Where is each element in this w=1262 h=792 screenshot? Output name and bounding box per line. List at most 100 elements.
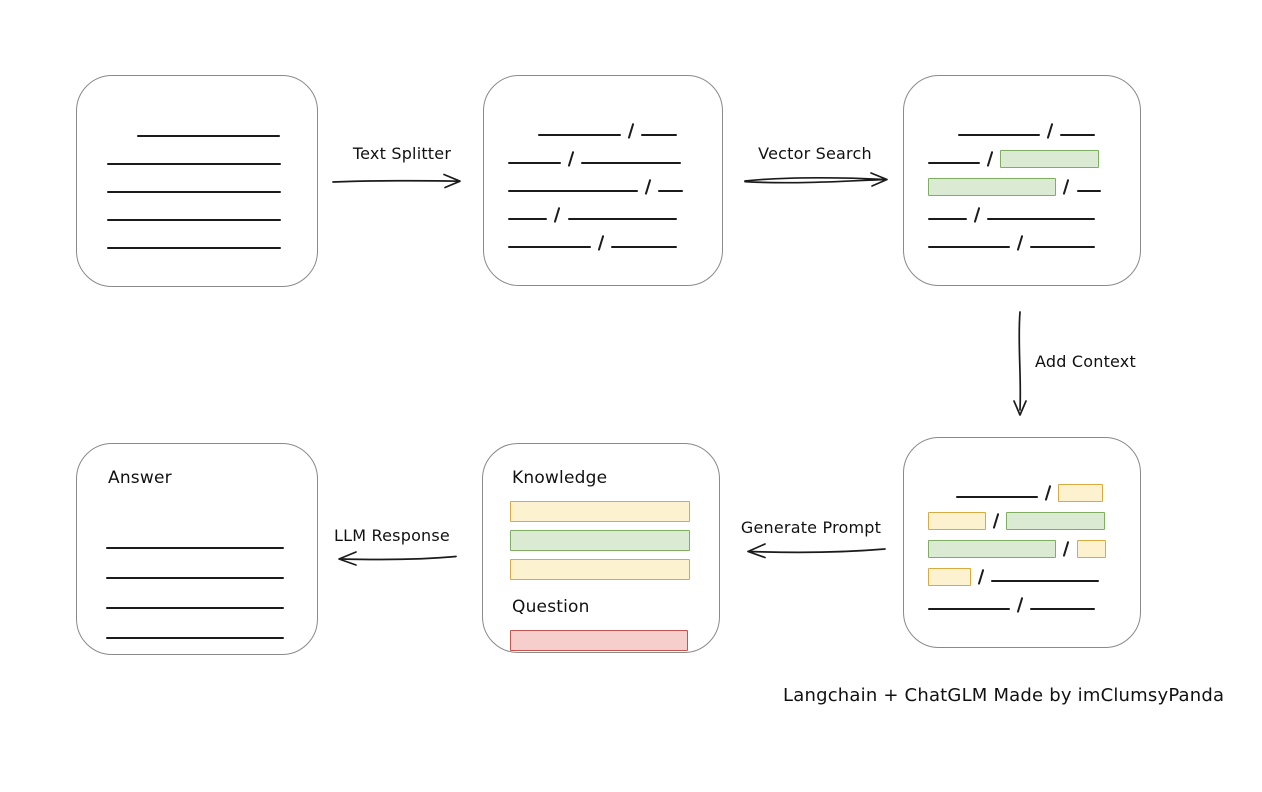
chunk-row — [107, 226, 285, 254]
segment-line — [567, 218, 677, 220]
segment-slash — [1044, 485, 1052, 501]
chunk-row — [510, 555, 692, 584]
segment-slash — [1063, 179, 1071, 195]
segment-rbar — [510, 630, 689, 651]
chunk-row — [508, 197, 696, 225]
segment-ybar — [510, 501, 691, 522]
prompt-content: Knowledge Question — [483, 444, 719, 655]
segment-slash — [1063, 541, 1071, 557]
arrow-label-llm-response: LLM Response — [334, 526, 450, 545]
chunk-row — [106, 611, 286, 641]
segment-line — [991, 580, 1100, 582]
chunk-row — [508, 141, 696, 169]
question-bar — [510, 626, 692, 655]
chunk-row — [928, 197, 1114, 225]
chunk-row — [107, 198, 285, 226]
answer-content: Answer — [77, 444, 317, 641]
segment-green — [928, 540, 1057, 558]
arrow-label-add-context: Add Context — [1035, 352, 1136, 371]
segment-line — [106, 637, 285, 639]
chunk-row — [928, 169, 1114, 197]
chunk-row — [928, 531, 1114, 559]
chunk-row — [510, 626, 692, 655]
segment-line — [1030, 608, 1096, 610]
segment-line — [107, 219, 282, 221]
segment-ybar — [510, 559, 691, 580]
segment-line — [1059, 134, 1096, 136]
segment-gbar — [510, 530, 691, 551]
segment-line — [658, 190, 683, 192]
segment-line — [508, 246, 591, 248]
arrow-label-text-splitter: Text Splitter — [352, 144, 452, 163]
segment-line — [928, 218, 968, 220]
node-context-chunks — [903, 437, 1141, 648]
chunk-row — [107, 170, 285, 198]
chunk-row — [928, 225, 1114, 253]
answer-lines — [106, 521, 286, 641]
chunk-row — [928, 475, 1114, 503]
segment-slash — [977, 569, 985, 585]
chunk-row — [928, 559, 1114, 587]
segment-line — [957, 134, 1040, 136]
node-prompt: Knowledge Question — [482, 443, 720, 653]
chunk-row — [928, 113, 1114, 141]
segment-line — [987, 218, 1096, 220]
context-chunk-lines — [904, 438, 1140, 615]
segment-line — [641, 134, 677, 136]
segment-green — [1000, 150, 1100, 168]
node-answer: Answer — [76, 443, 318, 655]
segment-yellow — [928, 512, 986, 530]
chunk-row — [106, 521, 286, 551]
matched-chunk-lines — [904, 76, 1140, 253]
segment-line — [955, 496, 1038, 498]
segment-slash — [992, 513, 1000, 529]
segment-line — [107, 247, 282, 249]
chunk-row — [508, 169, 696, 197]
arrow-vector-search-icon — [744, 172, 888, 187]
segment-line — [508, 218, 548, 220]
node-split-chunks — [483, 75, 723, 286]
chunk-row — [106, 581, 286, 611]
question-label: Question — [512, 597, 590, 617]
segment-green — [928, 178, 1057, 196]
segment-yellow — [1076, 540, 1107, 558]
arrow-label-vector-search: Vector Search — [758, 144, 872, 163]
segment-slash — [1046, 123, 1054, 139]
segment-line — [581, 162, 681, 164]
chunk-row — [510, 497, 692, 526]
segment-line — [928, 246, 1010, 248]
chunk-row — [928, 503, 1114, 531]
chunk-row — [928, 587, 1114, 615]
segment-line — [508, 190, 638, 192]
segment-slash — [1016, 235, 1024, 251]
segment-slash — [554, 207, 562, 223]
chunk-row — [510, 526, 692, 555]
segment-slash — [627, 123, 635, 139]
segment-line — [106, 577, 285, 579]
diagram-caption: Langchain + ChatGLM Made by imClumsyPand… — [783, 685, 1225, 706]
segment-slash — [597, 235, 605, 251]
document-lines — [77, 76, 317, 254]
segment-yellow — [1058, 484, 1103, 502]
knowledge-label: Knowledge — [512, 468, 608, 488]
segment-line — [107, 163, 282, 165]
node-matched-chunks — [903, 75, 1141, 286]
segment-line — [928, 162, 981, 164]
chunk-row — [508, 225, 696, 253]
segment-line — [137, 135, 280, 137]
segment-line — [928, 608, 1010, 610]
segment-line — [611, 246, 677, 248]
arrow-label-generate-prompt: Generate Prompt — [740, 518, 882, 537]
segment-slash — [567, 151, 575, 167]
segment-slash — [644, 179, 652, 195]
arrow-llm-response-icon — [338, 551, 457, 566]
segment-slash — [986, 151, 994, 167]
segment-line — [538, 134, 621, 136]
chunk-row — [508, 113, 696, 141]
split-chunk-lines — [484, 76, 722, 253]
segment-line — [106, 547, 285, 549]
segment-line — [107, 191, 282, 193]
segment-slash — [1016, 597, 1024, 613]
segment-green — [1006, 512, 1105, 530]
